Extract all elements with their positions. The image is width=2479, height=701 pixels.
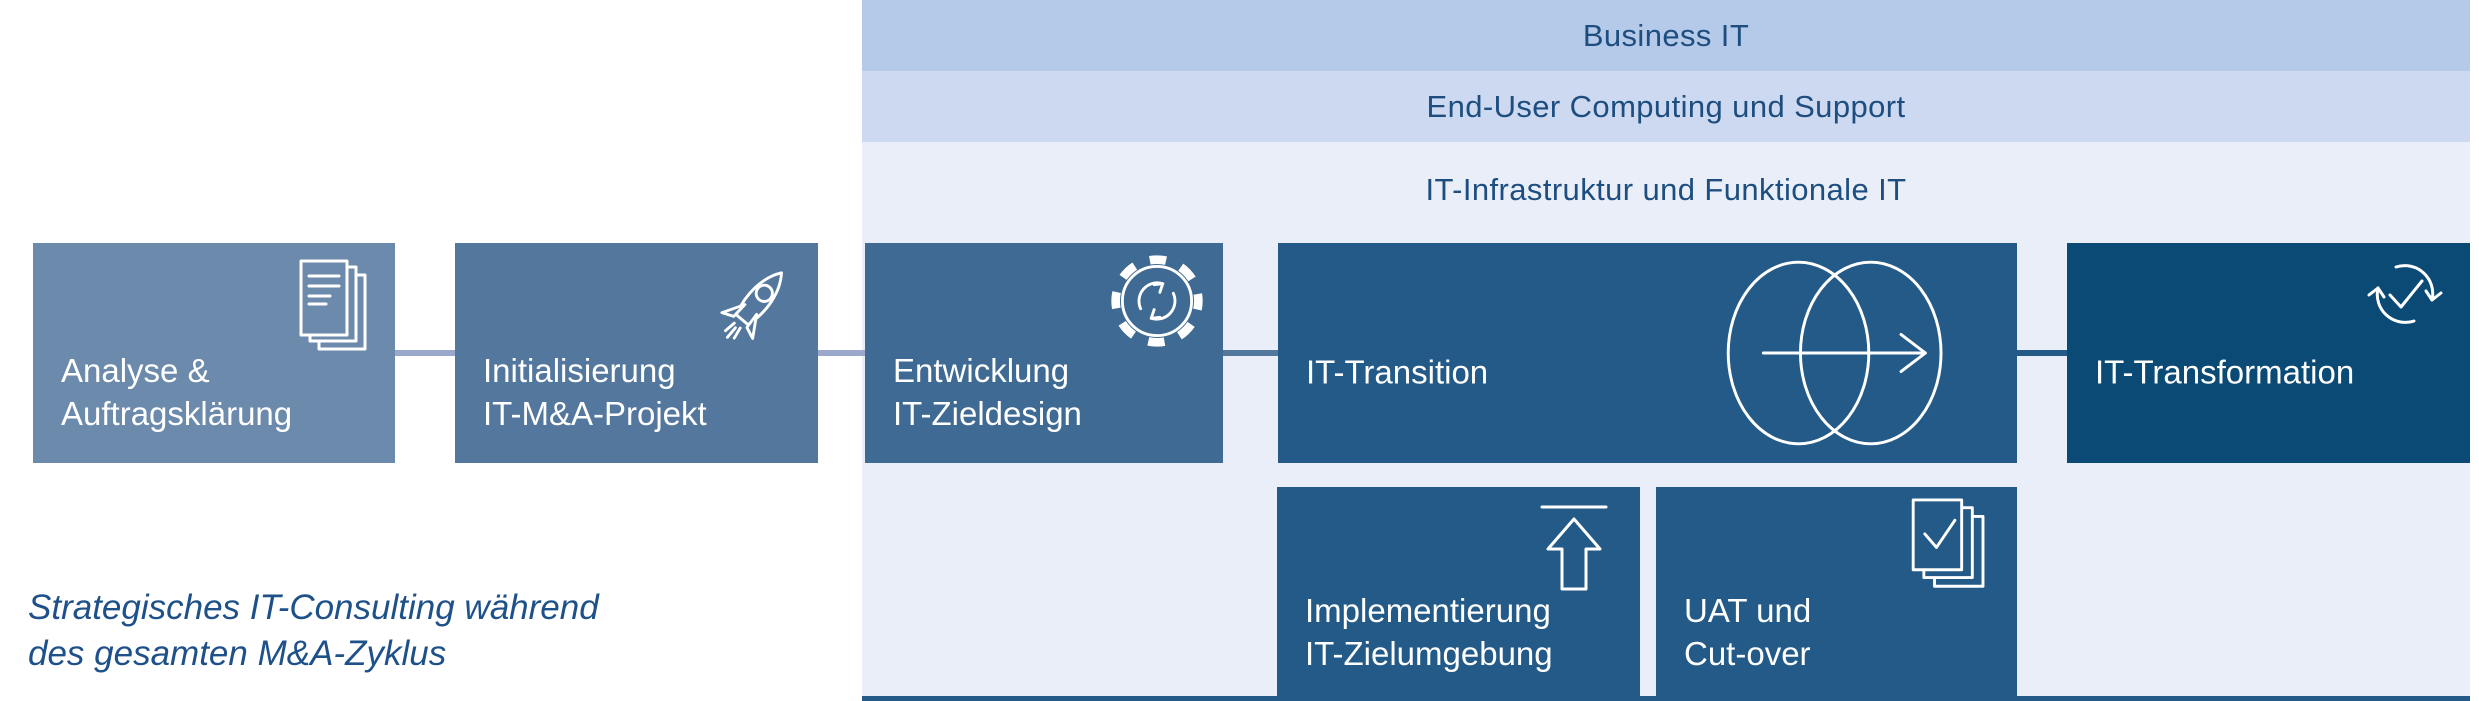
rocket-icon (708, 253, 796, 363)
connector (395, 350, 455, 356)
phase-label: Initialisierung IT-M&A-Projekt (483, 352, 707, 432)
phase-label: Entwicklung IT-Zieldesign (893, 352, 1082, 432)
phase-entwicklung-it-zieldesign: Entwicklung IT-Zieldesign (865, 243, 1223, 463)
documents-icon (299, 259, 371, 354)
subphase-uat-cut-over: UAT und Cut-over (1656, 487, 2017, 701)
band-end-user-computing: End-User Computing und Support (862, 71, 2470, 142)
sync-check-icon (2366, 255, 2444, 333)
band-label: Business IT (1582, 17, 1750, 53)
phase-it-transition: IT-Transition (1278, 243, 2017, 463)
phase-it-transformation: IT-Transformation (2067, 243, 2470, 463)
caption-text: Strategisches IT-Consulting während des … (28, 588, 599, 673)
phase-label: IT-Transition (1306, 353, 1489, 391)
band-business-it: Business IT (862, 0, 2470, 71)
connector (1223, 350, 1278, 356)
phase-label: IT-Transformation (2095, 353, 2355, 391)
upload-icon (1536, 503, 1612, 601)
band-label: End-User Computing und Support (1426, 88, 1906, 124)
phase-label: Implementierung IT-Zielumgebung (1305, 592, 1553, 672)
connector (818, 350, 865, 356)
phase-label: Analyse & Auftragsklärung (61, 352, 293, 432)
checked-documents-icon (1911, 498, 1991, 594)
gear-sync-icon (1107, 251, 1207, 351)
phase-label: UAT und Cut-over (1684, 592, 1812, 672)
connector (2017, 350, 2067, 356)
band-it-infrastruktur: IT-Infrastruktur und Funktionale IT (862, 142, 2470, 237)
subphase-implementierung-it-zielumgebung: Implementierung IT-Zielumgebung (1277, 487, 1640, 701)
bottom-edge-strip (862, 696, 2470, 701)
band-label: IT-Infrastruktur und Funktionale IT (1425, 171, 1907, 207)
phase-initialisierung-itma-projekt: Initialisierung IT-M&A-Projekt (455, 243, 818, 463)
merge-circles-arrow-icon (1712, 251, 1967, 456)
phase-analyse-auftragsklaerung: Analyse & Auftragsklärung (33, 243, 395, 463)
